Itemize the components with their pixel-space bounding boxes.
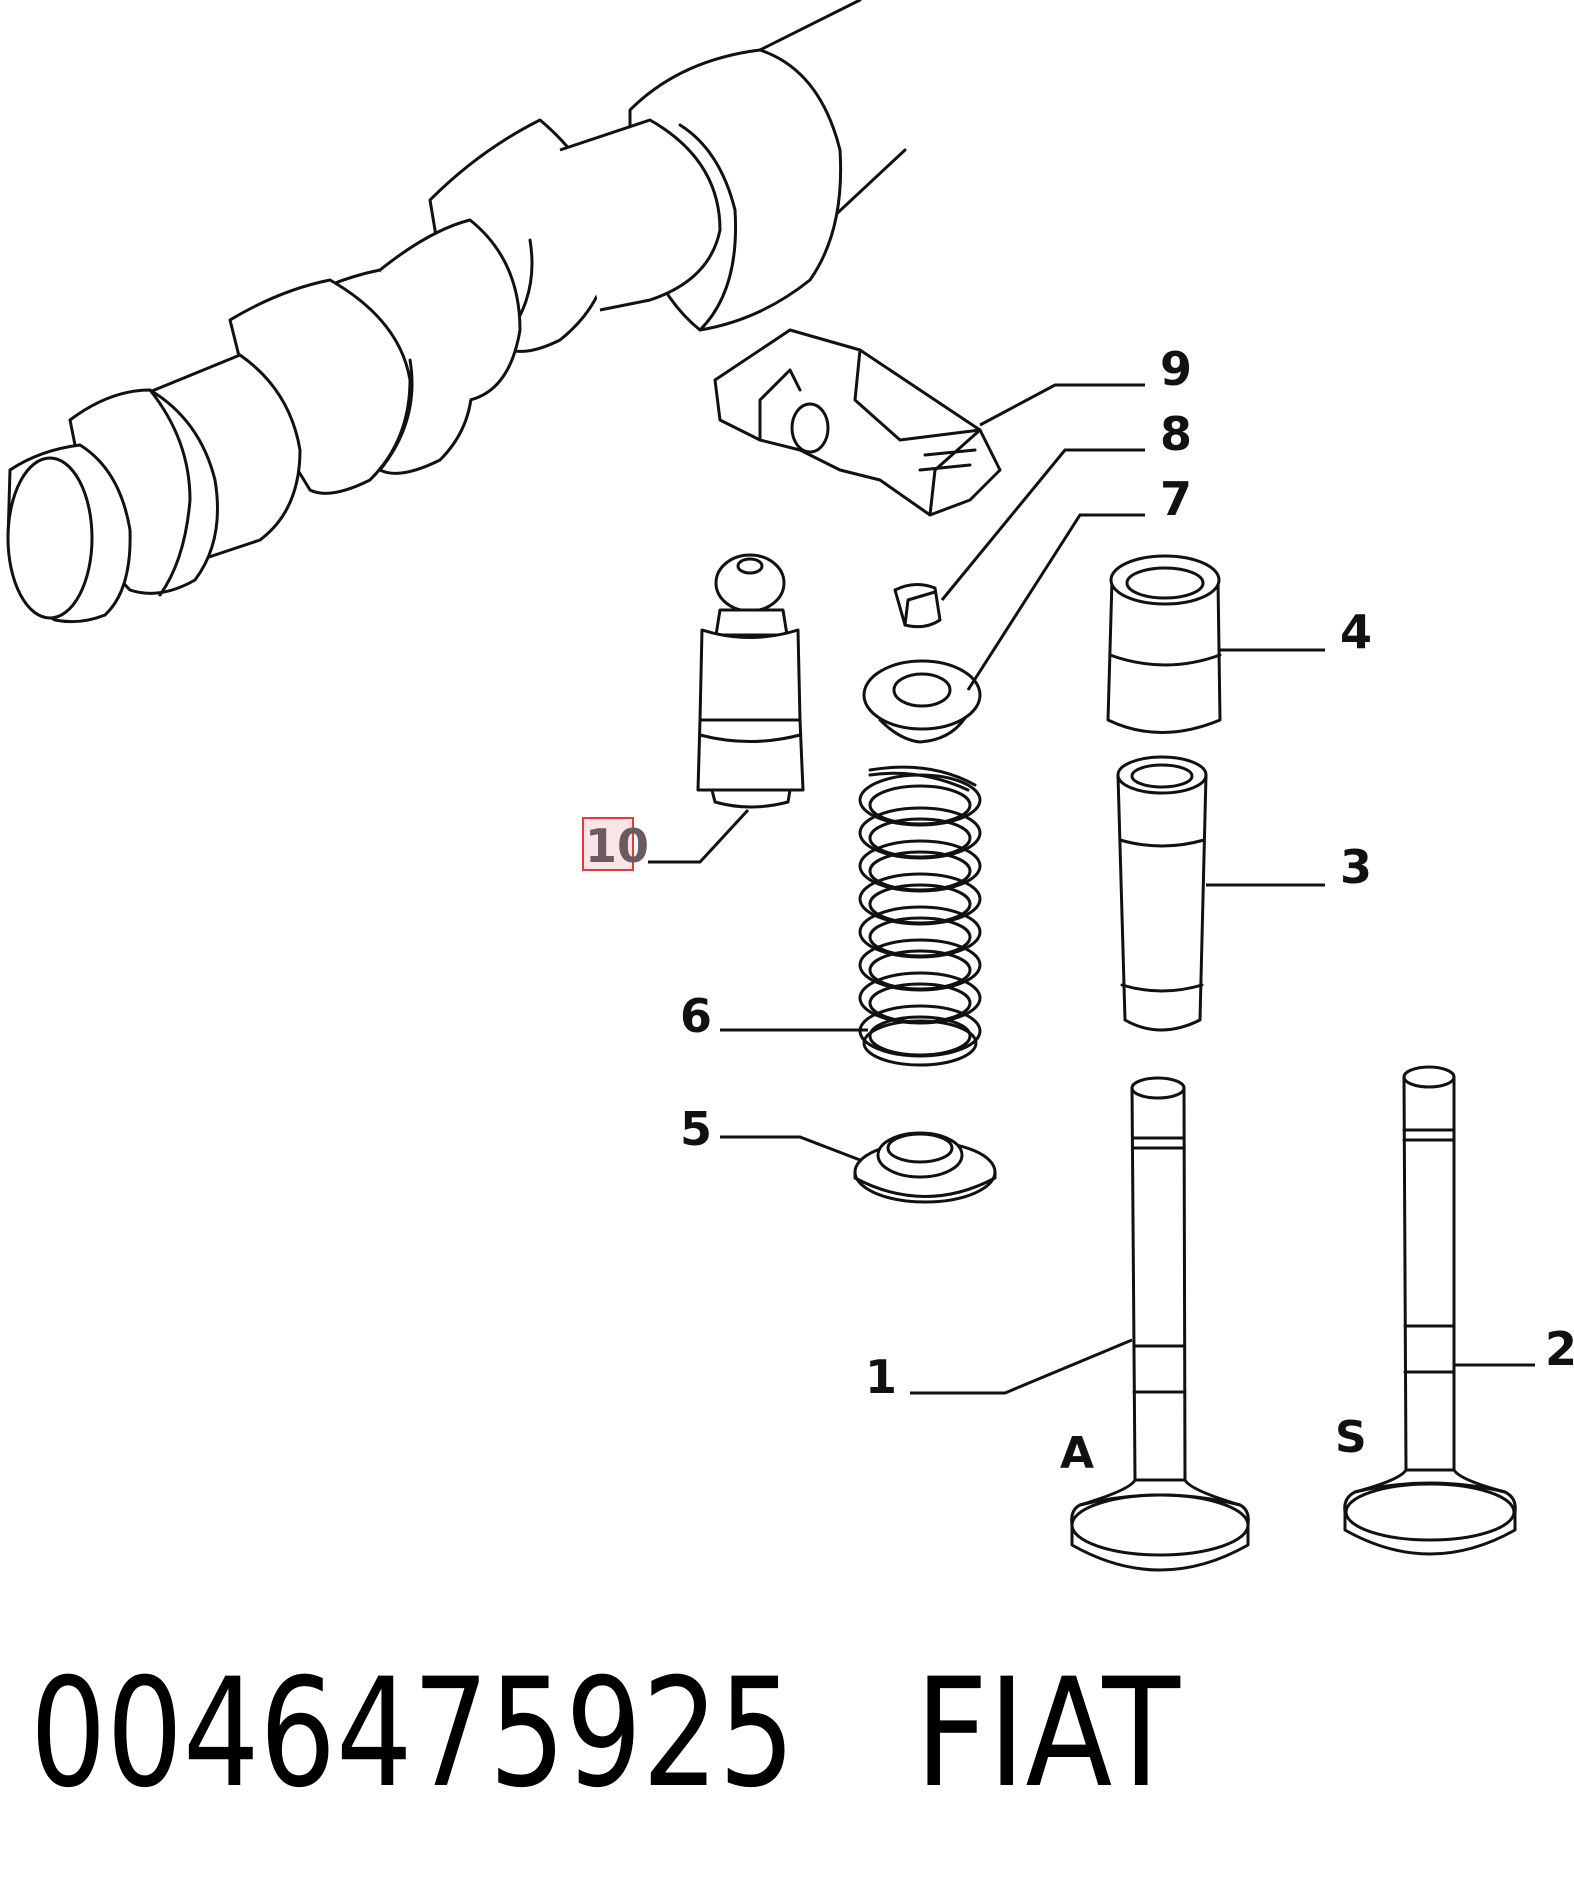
rocker-arm-icon: [713, 328, 1002, 517]
callout-10: 10: [585, 819, 649, 873]
callout-10-highlight: 10: [582, 817, 649, 873]
part-number: 0046475925: [30, 1647, 795, 1821]
valve-collet-icon: [893, 583, 942, 629]
camshaft-icon: [6, 0, 907, 624]
callout-9: 9: [1160, 342, 1192, 396]
intake-valve-tag: A: [1060, 1428, 1094, 1479]
callout-3: 3: [1340, 840, 1372, 894]
brand-name: FIAT: [915, 1647, 1181, 1821]
spring-retainer-icon: [862, 659, 982, 744]
callout-6: 6: [680, 989, 712, 1043]
callout-8: 8: [1160, 407, 1192, 461]
callout-2: 2: [1545, 1322, 1574, 1376]
callout-4: 4: [1340, 605, 1372, 659]
callout-1: 1: [865, 1350, 897, 1404]
leader-lines: [648, 383, 1535, 1395]
exhaust-valve-tag: S: [1335, 1412, 1367, 1463]
valve-guide-icon: [1116, 755, 1208, 1032]
intake-valve-icon: [1070, 1076, 1250, 1572]
exhaust-valve-icon: [1343, 1065, 1517, 1556]
callout-7: 7: [1160, 472, 1192, 526]
callout-5: 5: [680, 1102, 712, 1156]
valve-guide-top-icon: [1106, 554, 1222, 734]
hydraulic-tappet-icon: [696, 553, 805, 809]
spring-seat-icon: [853, 1131, 997, 1204]
valve-spring-icon: [858, 765, 982, 1067]
